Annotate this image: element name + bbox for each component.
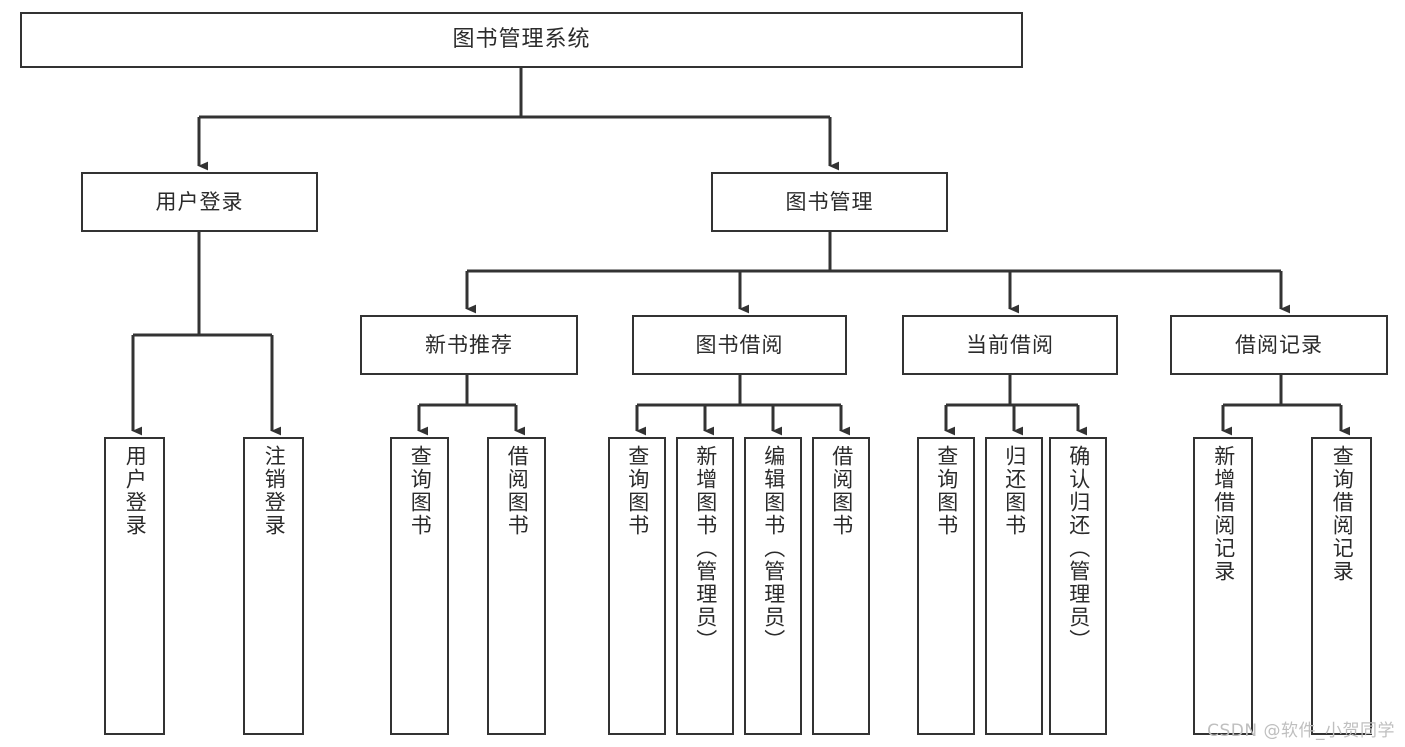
leaf-book-borrow-add-label: 新增图书（管理员） xyxy=(693,445,718,652)
leaf-current-borrow-confirm-label: 确认归还（管理员） xyxy=(1066,445,1091,652)
leaf-record-query[interactable]: 查询借阅记录 xyxy=(1311,437,1372,735)
node-current-borrow[interactable]: 当前借阅 xyxy=(902,315,1118,375)
leaf-new-book-borrow[interactable]: 借阅图书 xyxy=(487,437,546,735)
leaf-new-book-borrow-label: 借阅图书 xyxy=(505,445,530,537)
node-root-system[interactable]: 图书管理系统 xyxy=(20,12,1023,68)
node-book-management-label: 图书管理 xyxy=(785,189,874,214)
node-borrow-record[interactable]: 借阅记录 xyxy=(1170,315,1388,375)
leaf-user-login-login[interactable]: 用户登录 xyxy=(104,437,165,735)
leaf-new-book-query-label: 查询图书 xyxy=(408,445,433,537)
node-borrow-record-label: 借阅记录 xyxy=(1235,332,1323,357)
leaf-user-login-logout[interactable]: 注销登录 xyxy=(243,437,304,735)
csdn-watermark: CSDN @软件_小贺同学 xyxy=(1207,721,1395,741)
leaf-current-borrow-query[interactable]: 查询图书 xyxy=(917,437,975,735)
leaf-user-login-login-label: 用户登录 xyxy=(123,445,148,537)
leaf-current-borrow-confirm[interactable]: 确认归还（管理员） xyxy=(1049,437,1107,735)
leaf-current-borrow-return-label: 归还图书 xyxy=(1002,445,1027,537)
leaf-user-login-logout-label: 注销登录 xyxy=(262,445,287,537)
node-new-book-recommend[interactable]: 新书推荐 xyxy=(360,315,578,375)
node-new-book-recommend-label: 新书推荐 xyxy=(425,332,513,357)
leaf-record-add-label: 新增借阅记录 xyxy=(1211,445,1236,583)
leaf-book-borrow-borrow[interactable]: 借阅图书 xyxy=(812,437,870,735)
leaf-book-borrow-borrow-label: 借阅图书 xyxy=(829,445,854,537)
leaf-new-book-query[interactable]: 查询图书 xyxy=(390,437,449,735)
leaf-record-query-label: 查询借阅记录 xyxy=(1330,445,1355,583)
leaf-book-borrow-query-label: 查询图书 xyxy=(625,445,650,537)
node-current-borrow-label: 当前借阅 xyxy=(966,332,1054,357)
node-user-login[interactable]: 用户登录 xyxy=(81,172,318,232)
leaf-current-borrow-return[interactable]: 归还图书 xyxy=(985,437,1043,735)
node-book-borrow[interactable]: 图书借阅 xyxy=(632,315,847,375)
leaf-record-add[interactable]: 新增借阅记录 xyxy=(1193,437,1253,735)
node-root-system-label: 图书管理系统 xyxy=(452,27,591,53)
node-user-login-label: 用户登录 xyxy=(155,189,244,214)
node-book-borrow-label: 图书借阅 xyxy=(695,332,784,357)
leaf-book-borrow-edit[interactable]: 编辑图书（管理员） xyxy=(744,437,802,735)
leaf-book-borrow-query[interactable]: 查询图书 xyxy=(608,437,666,735)
leaf-current-borrow-query-label: 查询图书 xyxy=(934,445,959,537)
leaf-book-borrow-edit-label: 编辑图书（管理员） xyxy=(761,445,786,652)
node-book-management[interactable]: 图书管理 xyxy=(711,172,948,232)
leaf-book-borrow-add[interactable]: 新增图书（管理员） xyxy=(676,437,734,735)
